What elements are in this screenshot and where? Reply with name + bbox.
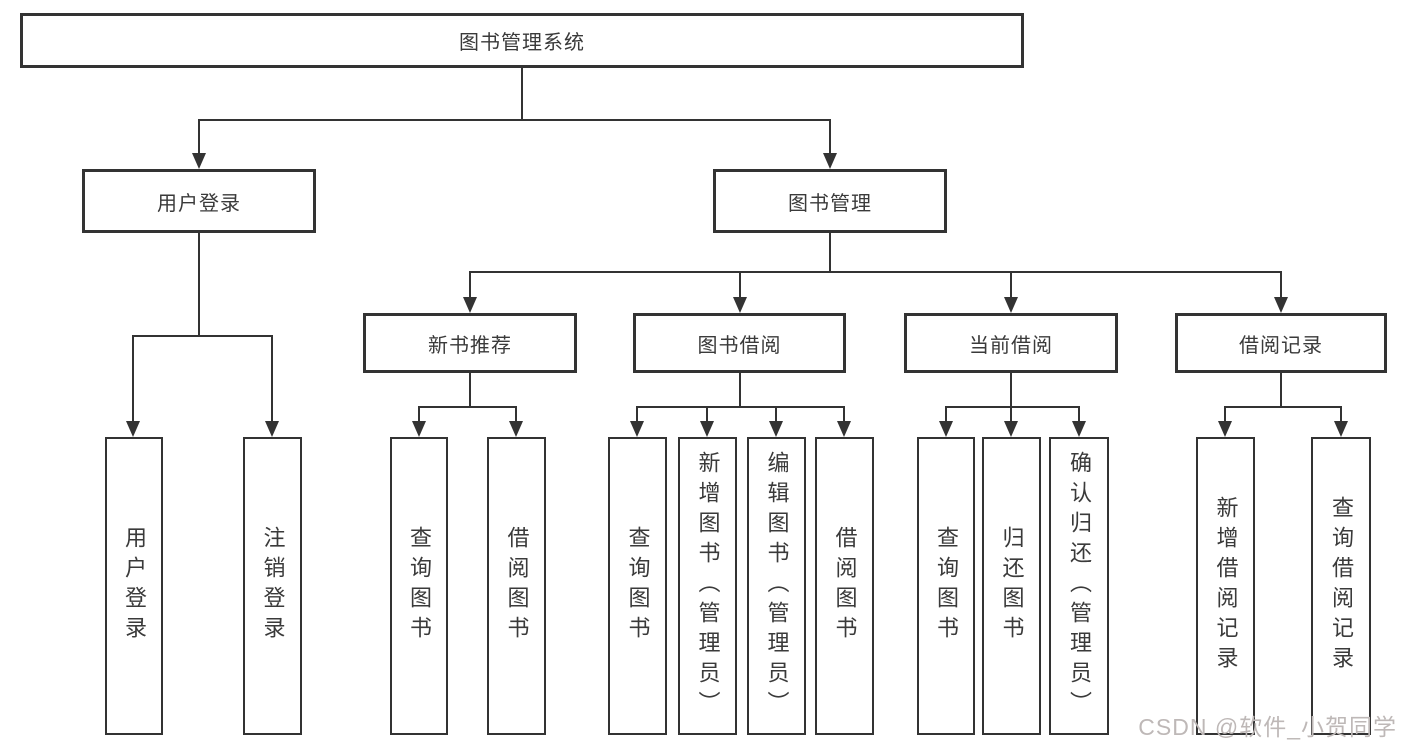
node-borrow-records: 借阅记录	[1175, 313, 1387, 373]
node-user-login: 用户登录	[82, 169, 316, 233]
connector-line	[132, 335, 273, 337]
connector-line	[469, 373, 471, 406]
arrow-down-icon	[769, 421, 783, 437]
leaf-return-book: 归还图书	[982, 437, 1041, 735]
arrow-down-icon	[1004, 297, 1018, 313]
arrow-down-icon	[837, 421, 851, 437]
connector-line	[636, 406, 845, 408]
leaf-borrow-book-recommend: 借阅图书	[487, 437, 546, 735]
arrow-down-icon	[630, 421, 644, 437]
connector-line	[521, 68, 523, 119]
connector-line	[739, 271, 741, 299]
connector-line	[1010, 406, 1012, 423]
arrow-down-icon	[412, 421, 426, 437]
connector-line	[829, 119, 831, 155]
leaf-query-book-recommend: 查询图书	[390, 437, 448, 735]
arrow-down-icon	[823, 153, 837, 169]
node-book-management: 图书管理	[713, 169, 947, 233]
leaf-add-book-admin: 新增图书（管理员）	[678, 437, 737, 735]
node-label: 图书管理系统	[459, 32, 585, 54]
connector-line	[1224, 406, 1226, 423]
node-label: 图书借阅	[697, 334, 782, 357]
leaf-label: 查询借阅记录	[1329, 496, 1354, 676]
connector-line	[636, 406, 638, 423]
leaf-label: 查询图书	[934, 526, 959, 646]
connector-line	[469, 271, 1282, 273]
arrow-down-icon	[1218, 421, 1232, 437]
connector-line	[739, 373, 741, 406]
connector-line	[198, 119, 200, 155]
node-label: 用户登录	[157, 192, 241, 215]
node-book-borrow: 图书借阅	[633, 313, 846, 373]
connector-line	[1078, 406, 1080, 423]
watermark: CSDN @软件_小贺同学	[1138, 714, 1397, 740]
connector-line	[469, 271, 471, 299]
connector-line	[198, 119, 831, 121]
node-label: 新书推荐	[428, 334, 512, 357]
node-label: 借阅记录	[1239, 334, 1323, 357]
arrow-down-icon	[1334, 421, 1348, 437]
leaf-query-book-borrow: 查询图书	[608, 437, 667, 735]
arrow-down-icon	[1072, 421, 1086, 437]
arrow-down-icon	[1274, 297, 1288, 313]
arrow-down-icon	[126, 421, 140, 437]
connector-line	[515, 406, 517, 423]
leaf-label: 查询图书	[625, 526, 651, 646]
leaf-label: 注销登录	[260, 526, 286, 646]
arrow-down-icon	[939, 421, 953, 437]
leaf-label: 借阅图书	[832, 526, 858, 646]
connector-line	[1280, 271, 1282, 299]
arrow-down-icon	[1004, 421, 1018, 437]
leaf-add-borrow-record: 新增借阅记录	[1196, 437, 1255, 735]
leaf-label: 借阅图书	[504, 526, 530, 646]
leaf-label: 归还图书	[999, 526, 1025, 646]
connector-line	[271, 335, 273, 423]
connector-line	[132, 335, 134, 423]
node-root-library-management-system: 图书管理系统	[20, 13, 1024, 68]
arrow-down-icon	[192, 153, 206, 169]
leaf-confirm-return-admin: 确认归还（管理员）	[1049, 437, 1109, 735]
connector-line	[1340, 406, 1342, 423]
connector-line	[1010, 373, 1012, 406]
leaf-label: 确认归还（管理员）	[1067, 451, 1092, 721]
leaf-query-book-current: 查询图书	[917, 437, 975, 735]
arrow-down-icon	[509, 421, 523, 437]
connector-line	[1010, 271, 1012, 299]
leaf-label: 查询图书	[407, 526, 432, 646]
connector-line	[418, 406, 517, 408]
arrow-down-icon	[265, 421, 279, 437]
leaf-query-borrow-record: 查询借阅记录	[1311, 437, 1371, 735]
arrow-down-icon	[700, 421, 714, 437]
leaf-user-login: 用户登录	[105, 437, 163, 735]
node-new-book-recommend: 新书推荐	[363, 313, 577, 373]
leaf-label: 新增借阅记录	[1213, 496, 1239, 676]
connector-line	[418, 406, 420, 423]
connector-line	[945, 406, 947, 423]
leaf-label: 编辑图书（管理员）	[764, 451, 790, 721]
connector-line	[1224, 406, 1341, 408]
connector-line	[198, 233, 200, 335]
arrow-down-icon	[733, 297, 747, 313]
leaf-edit-book-admin: 编辑图书（管理员）	[747, 437, 806, 735]
leaf-label: 用户登录	[122, 526, 147, 646]
connector-line	[775, 406, 777, 423]
node-label: 当前借阅	[969, 334, 1053, 357]
connector-line	[706, 406, 708, 423]
node-current-borrow: 当前借阅	[904, 313, 1118, 373]
connector-line	[829, 233, 831, 271]
connector-line	[1280, 373, 1282, 406]
leaf-borrow-book: 借阅图书	[815, 437, 874, 735]
connector-line	[843, 406, 845, 423]
leaf-logout: 注销登录	[243, 437, 302, 735]
leaf-label: 新增图书（管理员）	[695, 451, 721, 721]
node-label: 图书管理	[788, 192, 872, 215]
connector-line	[945, 406, 1079, 408]
arrow-down-icon	[463, 297, 477, 313]
